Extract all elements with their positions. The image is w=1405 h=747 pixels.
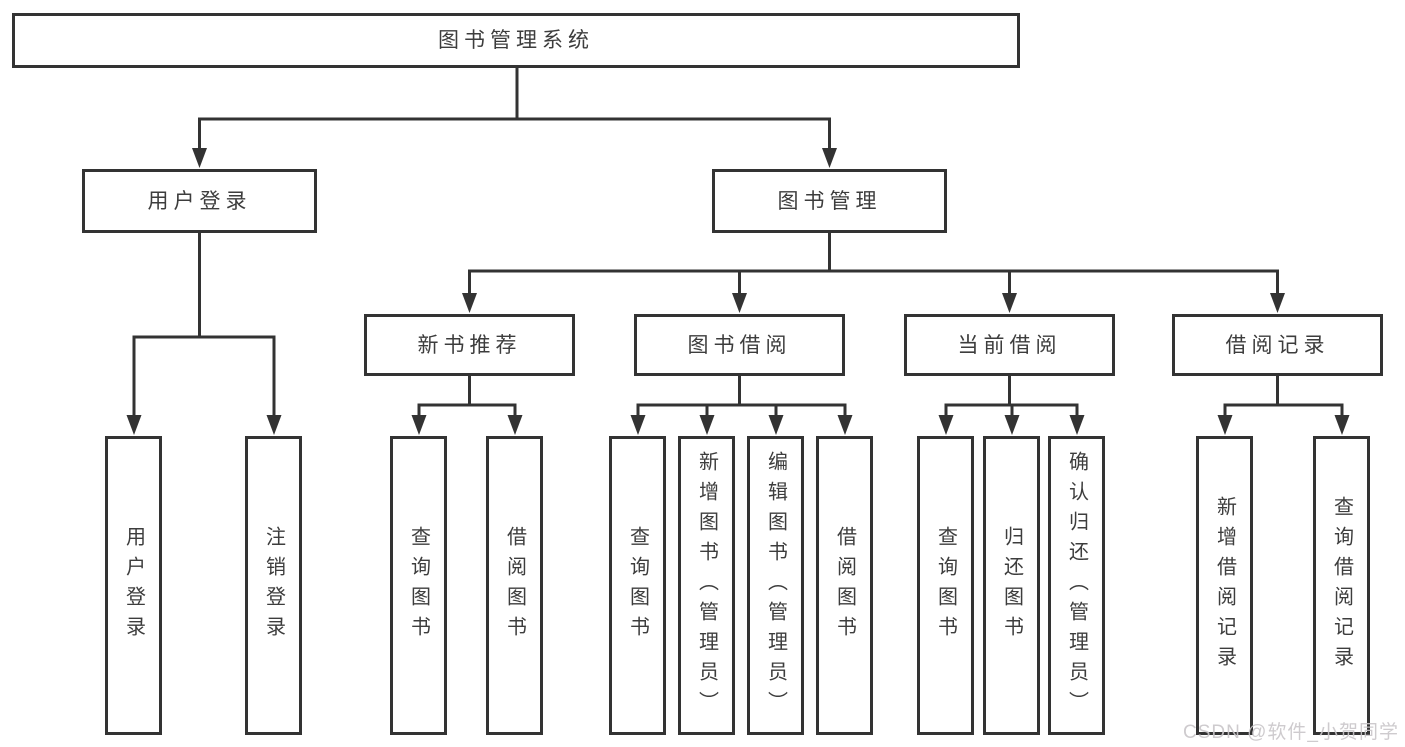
node-label: 查询图书 xyxy=(407,525,430,646)
node-borrow-books-1: 借阅图书 xyxy=(486,436,543,735)
connector-arrow-down-icon xyxy=(462,293,477,313)
node-label: 查询图书 xyxy=(626,525,649,646)
connector-arrow-down-icon xyxy=(938,415,954,435)
node-label: 查询图书 xyxy=(934,525,957,646)
watermark: CSDN @软件_小贺同学 xyxy=(1183,722,1399,743)
node-label: 用户登录 xyxy=(122,525,145,646)
connector-arrow-down-icon xyxy=(822,148,837,168)
node-return-books: 归还图书 xyxy=(983,436,1040,735)
node-library-management-system: 图书管理系统 xyxy=(12,13,1020,68)
connector-arrow-down-icon xyxy=(411,415,427,435)
connector-arrow-down-icon xyxy=(732,293,747,313)
connector-arrow-down-icon xyxy=(1002,293,1017,313)
node-new-book-recommendation: 新书推荐 xyxy=(364,314,575,376)
node-book-borrowing: 图书借阅 xyxy=(634,314,845,376)
node-label: 借阅图书 xyxy=(503,525,526,646)
node-label: 注销登录 xyxy=(262,525,285,646)
node-label: 确认归还（管理员） xyxy=(1065,450,1088,721)
connector-arrow-down-icon xyxy=(768,415,784,435)
node-label: 图书借阅 xyxy=(687,333,792,357)
connector-arrow-down-icon xyxy=(126,415,142,435)
node-label: 新书推荐 xyxy=(417,333,522,357)
node-label: 查询借阅记录 xyxy=(1330,495,1353,676)
connector-arrow-down-icon xyxy=(266,415,282,435)
node-borrowing-records: 借阅记录 xyxy=(1172,314,1383,376)
node-user-login-group: 用户登录 xyxy=(82,169,317,233)
connector-arrow-down-icon xyxy=(630,415,646,435)
node-query-borrow-record: 查询借阅记录 xyxy=(1313,436,1370,735)
node-label: 图书管理系统 xyxy=(438,29,594,52)
node-logout: 注销登录 xyxy=(245,436,302,735)
node-add-books-admin: 新增图书（管理员） xyxy=(678,436,735,735)
node-borrow-books-2: 借阅图书 xyxy=(816,436,873,735)
connector-arrow-down-icon xyxy=(507,415,523,435)
node-label: 当前借阅 xyxy=(957,333,1062,357)
connector-arrow-down-icon xyxy=(1217,415,1233,435)
node-user-login: 用户登录 xyxy=(105,436,162,735)
node-label: 借阅记录 xyxy=(1225,333,1330,357)
connector-arrow-down-icon xyxy=(1270,293,1285,313)
node-label: 归还图书 xyxy=(1000,525,1023,646)
node-edit-books-admin: 编辑图书（管理员） xyxy=(747,436,804,735)
connector-arrow-down-icon xyxy=(1334,415,1350,435)
node-label: 编辑图书（管理员） xyxy=(764,450,787,721)
node-query-books-3: 查询图书 xyxy=(917,436,974,735)
node-label: 借阅图书 xyxy=(833,525,856,646)
node-add-borrow-record: 新增借阅记录 xyxy=(1196,436,1253,735)
node-label: 图书管理 xyxy=(777,189,882,213)
node-label: 新增图书（管理员） xyxy=(695,450,718,721)
node-label: 新增借阅记录 xyxy=(1213,495,1236,676)
connector-arrow-down-icon xyxy=(192,148,207,168)
node-confirm-return-admin: 确认归还（管理员） xyxy=(1048,436,1105,735)
node-query-books-2: 查询图书 xyxy=(609,436,666,735)
connector-arrow-down-icon xyxy=(1004,415,1020,435)
connector-arrow-down-icon xyxy=(1069,415,1085,435)
connector-arrow-down-icon xyxy=(837,415,853,435)
node-query-books-1: 查询图书 xyxy=(390,436,447,735)
node-book-management: 图书管理 xyxy=(712,169,947,233)
connector-arrow-down-icon xyxy=(699,415,715,435)
node-label: 用户登录 xyxy=(147,189,252,213)
node-current-borrowing: 当前借阅 xyxy=(904,314,1115,376)
